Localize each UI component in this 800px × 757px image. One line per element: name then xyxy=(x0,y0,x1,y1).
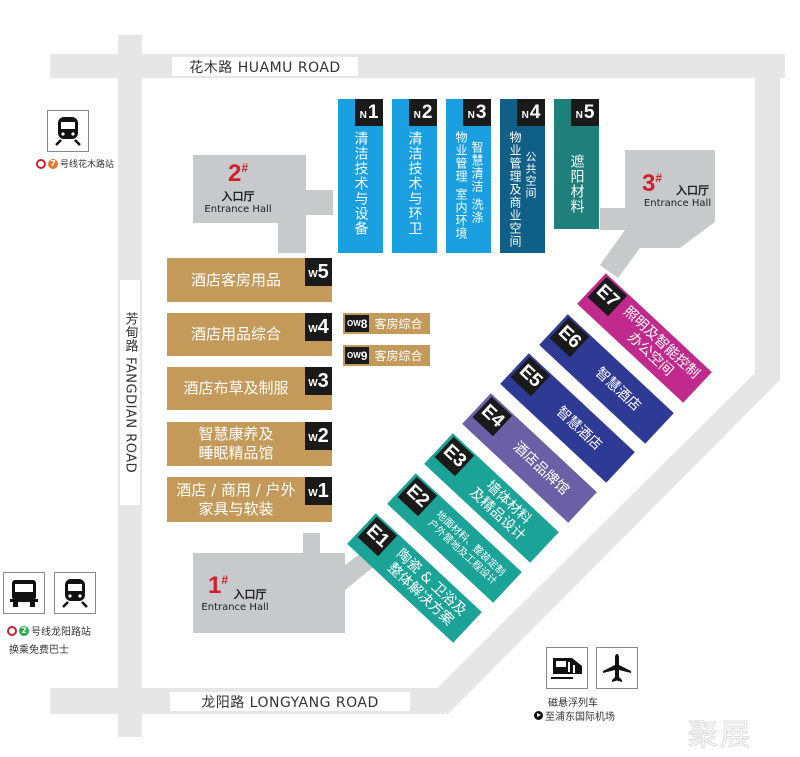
station-name: 号线龙阳路站 xyxy=(31,627,91,638)
longyang-station-caption: 2 号线龙阳路站 xyxy=(7,623,91,638)
road-label-huamu: 花木路 HUAMU ROAD xyxy=(172,57,358,76)
shanghai-metro-logo-icon xyxy=(7,625,17,636)
zone-label: 酒店布草及制服 xyxy=(183,379,289,397)
bus-icon xyxy=(3,572,45,614)
road-north xyxy=(50,54,785,78)
watermark-logo: 聚展 xyxy=(688,718,752,754)
airplane-icon xyxy=(596,647,638,689)
entrance-hall-1[interactable]: 1# 入口厅 Entrance Hall xyxy=(200,572,270,613)
metro-train-icon xyxy=(54,572,96,614)
road-east xyxy=(755,54,780,380)
maglev-caption: 磁悬浮列车 xyxy=(548,698,598,709)
zone-label: 家具与软装 xyxy=(198,499,274,518)
zone-label: 酒店用品综合 xyxy=(190,325,281,343)
free-shuttle-caption: 换乘免费巴士 xyxy=(9,645,69,656)
shanghai-metro-logo-icon xyxy=(36,158,46,169)
entrance-hall-2-shape xyxy=(193,155,333,253)
zone-label: 公共空间 xyxy=(524,151,537,199)
hall-number: 1# xyxy=(208,572,229,599)
maglev-train-icon xyxy=(546,647,588,689)
zone-label: 酒店 / 商用 / 户外 xyxy=(176,480,296,499)
zone-label: 睡眠精品馆 xyxy=(198,444,274,462)
hall-label-zh: 入口厅 xyxy=(233,588,267,601)
road-label-fangdian: 芳甸路 FANGDIAN ROAD xyxy=(120,280,140,505)
hall-label-en: Entrance Hall xyxy=(201,602,269,613)
zone-label: 智慧康养及 xyxy=(198,425,274,443)
zone-label: 清洁技术与环卫 xyxy=(406,131,423,236)
hall-label-zh: 入口厅 xyxy=(676,184,709,197)
airport-caption: 至浦东国际机场 xyxy=(534,708,615,723)
hall-number: 2# xyxy=(227,160,249,187)
road-label-longyang: 龙阳路 LONGYANG ROAD xyxy=(170,692,410,711)
metro-line-badge: 2 xyxy=(19,625,29,636)
hall-label-en: Entrance Hall xyxy=(643,198,712,209)
airport-destination: 至浦东国际机场 xyxy=(545,712,615,723)
hall-label-en: Entrance Hall xyxy=(204,204,272,215)
zone-label: 物业管理及商业空间 xyxy=(508,131,522,248)
metro-line-badge: 7 xyxy=(48,158,58,169)
zone-label: 客房综合 xyxy=(374,317,423,331)
metro-train-icon xyxy=(47,110,89,152)
huamu-station-caption: 7 号线花木路站 xyxy=(36,157,114,170)
entrance-hall-1-shape xyxy=(193,533,382,633)
zone-label: 智慧清洁 洗涤 xyxy=(470,141,484,224)
entrance-hall-3-shape xyxy=(600,150,715,278)
zone-label: 物业管理 室内环境 xyxy=(454,131,468,240)
zone-label: 遮阳材料 xyxy=(568,154,585,214)
station-name: 号线花木路站 xyxy=(60,160,115,170)
zone-label: 清洁技术与设备 xyxy=(352,131,369,236)
entrance-hall-2[interactable]: 2# 入口厅 Entrance Hall xyxy=(198,160,278,215)
road-diagonal xyxy=(435,373,780,715)
play-arrow-icon xyxy=(534,711,543,720)
hall-number: 3# xyxy=(642,170,663,197)
zone-label: 酒店客房用品 xyxy=(190,270,281,289)
entrance-hall-3[interactable]: 3# 入口厅 Entrance Hall xyxy=(640,170,715,209)
zone-label: 客房综合 xyxy=(374,349,423,363)
hall-label-zh: 入口厅 xyxy=(221,190,255,203)
